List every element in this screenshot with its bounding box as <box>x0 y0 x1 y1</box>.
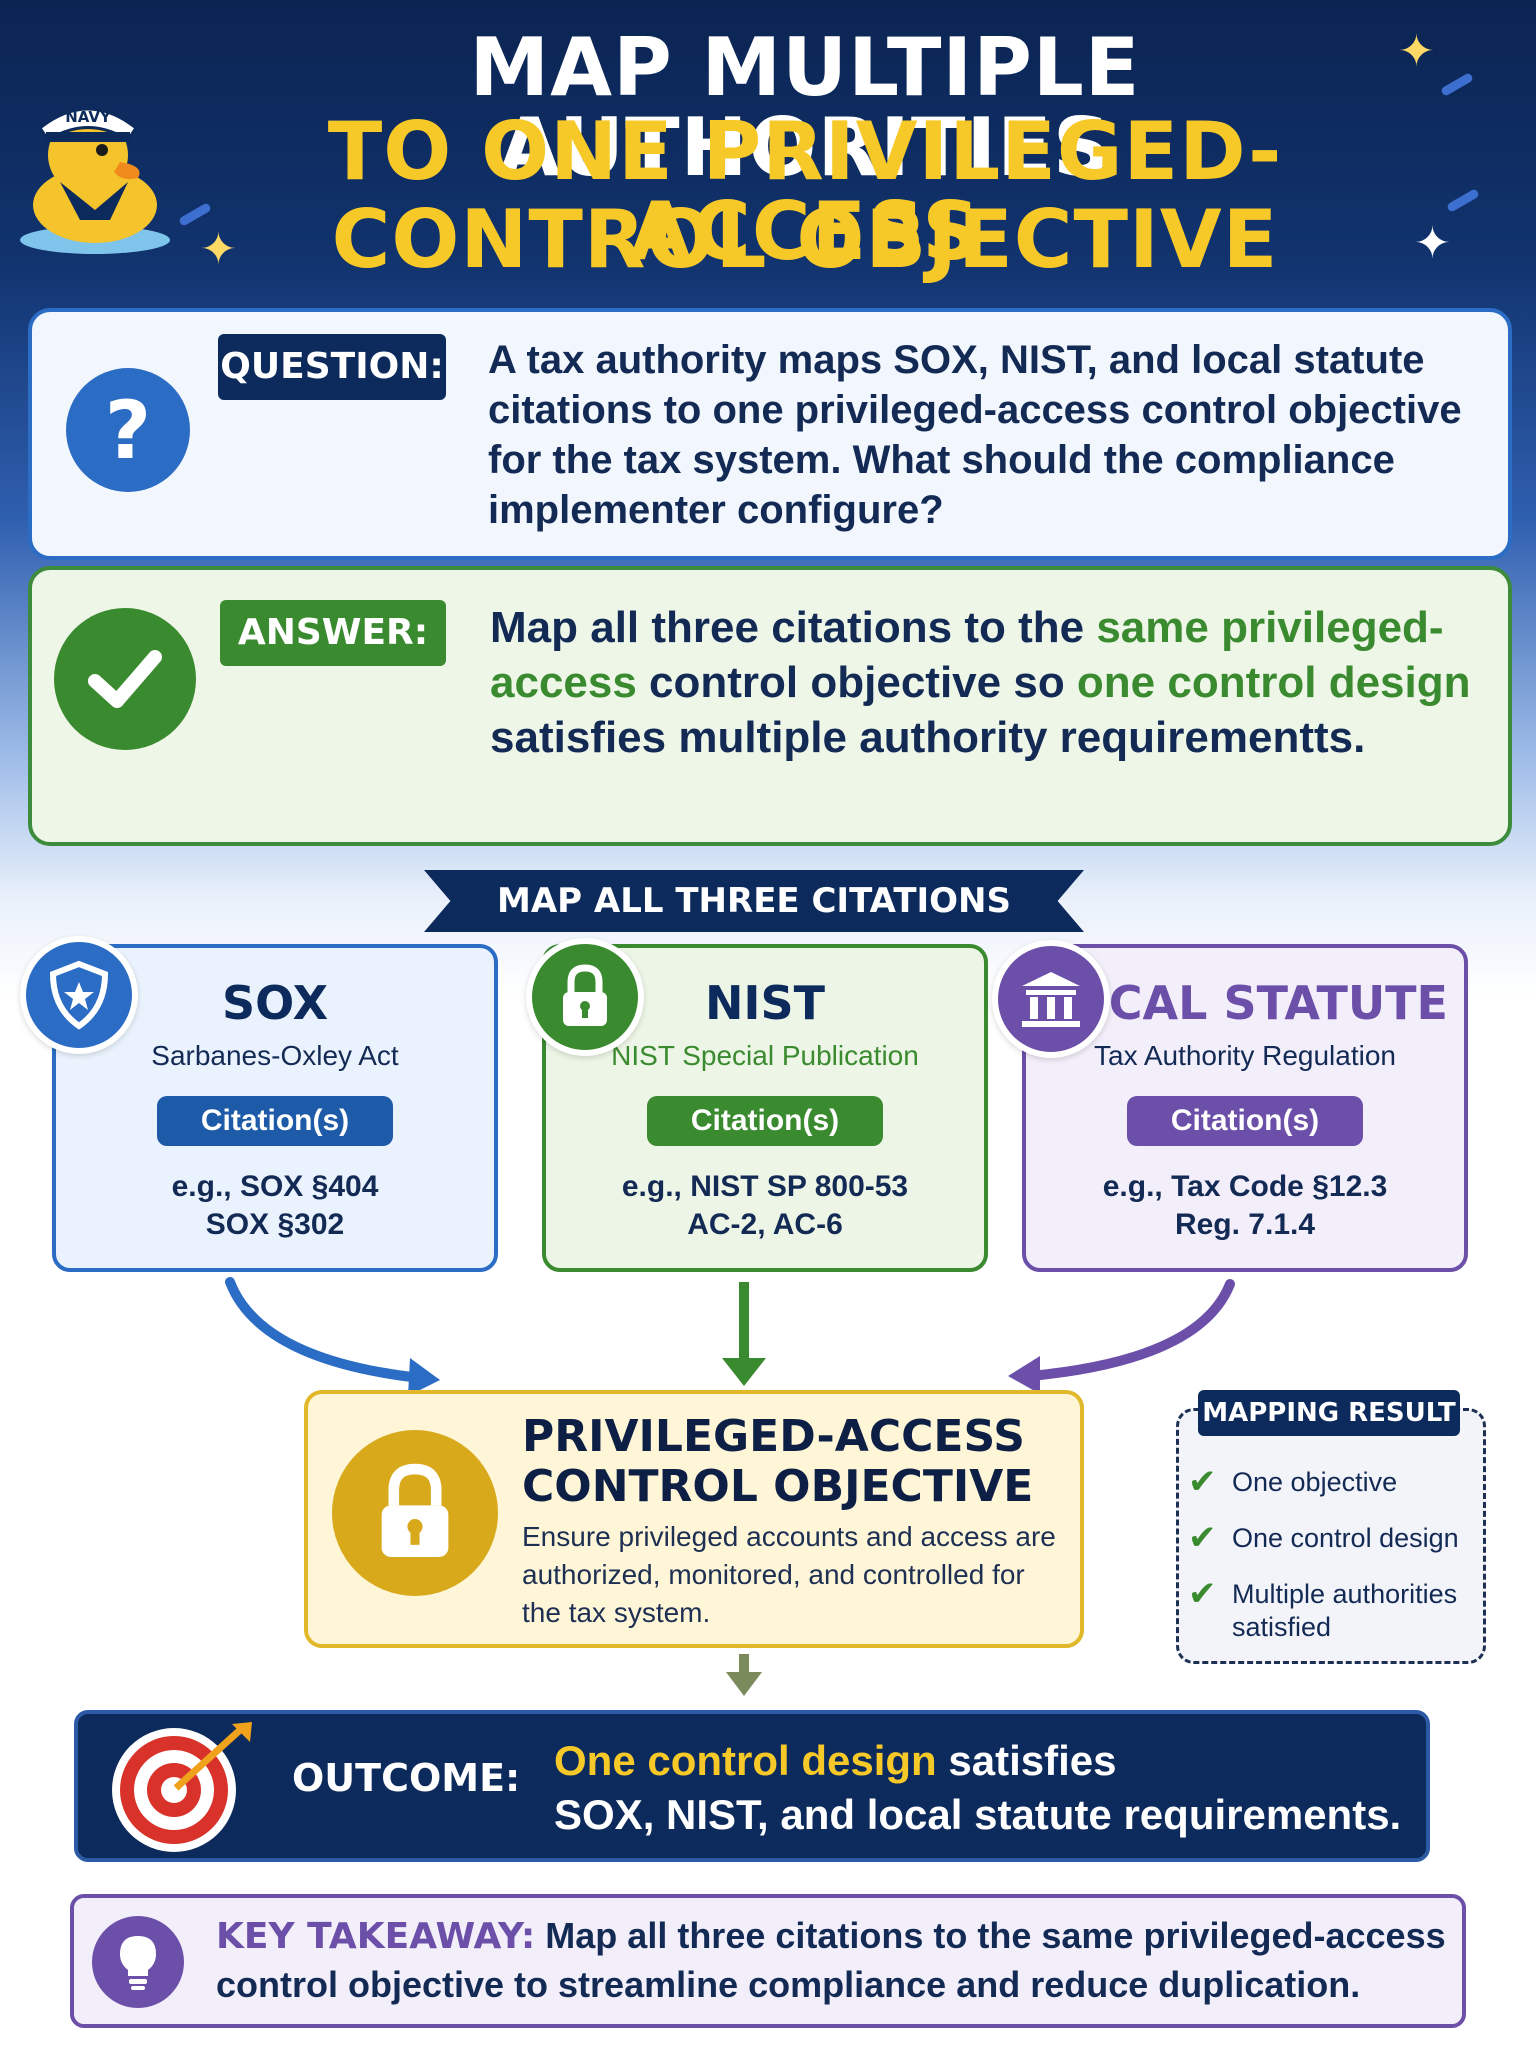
courthouse-icon <box>992 940 1110 1058</box>
sparkle-icon: ✦ <box>1398 27 1435 76</box>
question-mark-icon: ? <box>66 368 190 492</box>
checkmark-icon <box>54 608 196 750</box>
checkmark-icon: ✔ <box>1188 1575 1217 1613</box>
card-title: SOX <box>221 976 329 1030</box>
outcome-banner <box>74 1710 1430 1862</box>
key-takeaway-box <box>70 1894 1466 2028</box>
sparkle-icon: ✦ <box>1414 219 1451 268</box>
authority-card-sox: SOX Sarbanes-Oxley Act Citation(s) e.g.,… <box>52 944 498 1272</box>
question-text: A tax authority maps SOX, NIST, and loca… <box>488 338 1462 532</box>
shield-star-icon <box>20 936 138 1054</box>
card-subtitle: Tax Authority Regulation <box>1094 1040 1396 1071</box>
padlock-icon <box>332 1430 498 1596</box>
citation-pill: Citation(s) <box>647 1096 883 1146</box>
confetti-decoration <box>1440 72 1474 97</box>
flow-arrows <box>225 1277 1235 1696</box>
outcome-label: OUTCOME: <box>292 1756 521 1800</box>
mapping-result-item: ✔One objective <box>1188 1463 1398 1501</box>
citation-pill: Citation(s) <box>1127 1096 1363 1146</box>
sparkle-icon: ✦ <box>200 225 237 274</box>
answer-text: Map all three citations to the same priv… <box>490 603 1471 762</box>
mapping-result-item: ✔One control design <box>1188 1519 1459 1557</box>
citation-pill: Citation(s) <box>157 1096 393 1146</box>
title-line-2: TO ONE PRIVILEGED-ACCESS <box>327 105 1283 278</box>
card-subtitle: NIST Special Publication <box>611 1040 919 1071</box>
question-box <box>28 308 1512 560</box>
checkmark-icon: ✔ <box>1188 1519 1217 1557</box>
title-line-3: CONTROL OBJECTIVE <box>331 193 1279 286</box>
mapping-result-item: ✔Multiple authorities satisfied <box>1188 1575 1458 1642</box>
mapping-result-box <box>1176 1408 1486 1664</box>
padlock-icon <box>526 938 644 1056</box>
card-subtitle: Sarbanes-Oxley Act <box>151 1040 399 1071</box>
key-takeaway-text: KEY TAKEAWAY: Map all three citations to… <box>216 1915 1446 2005</box>
mapping-result-title: MAPPING RESULT <box>1198 1390 1460 1436</box>
duck-hat-text: NAVY <box>65 108 112 126</box>
section-ribbon: MAP ALL THREE CITATIONS <box>424 870 1084 932</box>
checkmark-icon: ✔ <box>1188 1463 1217 1501</box>
answer-label: ANSWER: <box>220 600 446 666</box>
title-line-1: MAP MULTIPLE AUTHORITIES <box>469 21 1141 194</box>
target-icon <box>112 1722 252 1852</box>
duck-mascot-icon: NAVY <box>20 107 170 254</box>
objective-description: Ensure privileged accounts and access ar… <box>522 1521 1056 1628</box>
card-title: NIST <box>704 976 826 1030</box>
lightbulb-icon <box>92 1916 184 2008</box>
confetti-decoration <box>1446 188 1480 213</box>
question-label: QUESTION: <box>218 334 446 400</box>
